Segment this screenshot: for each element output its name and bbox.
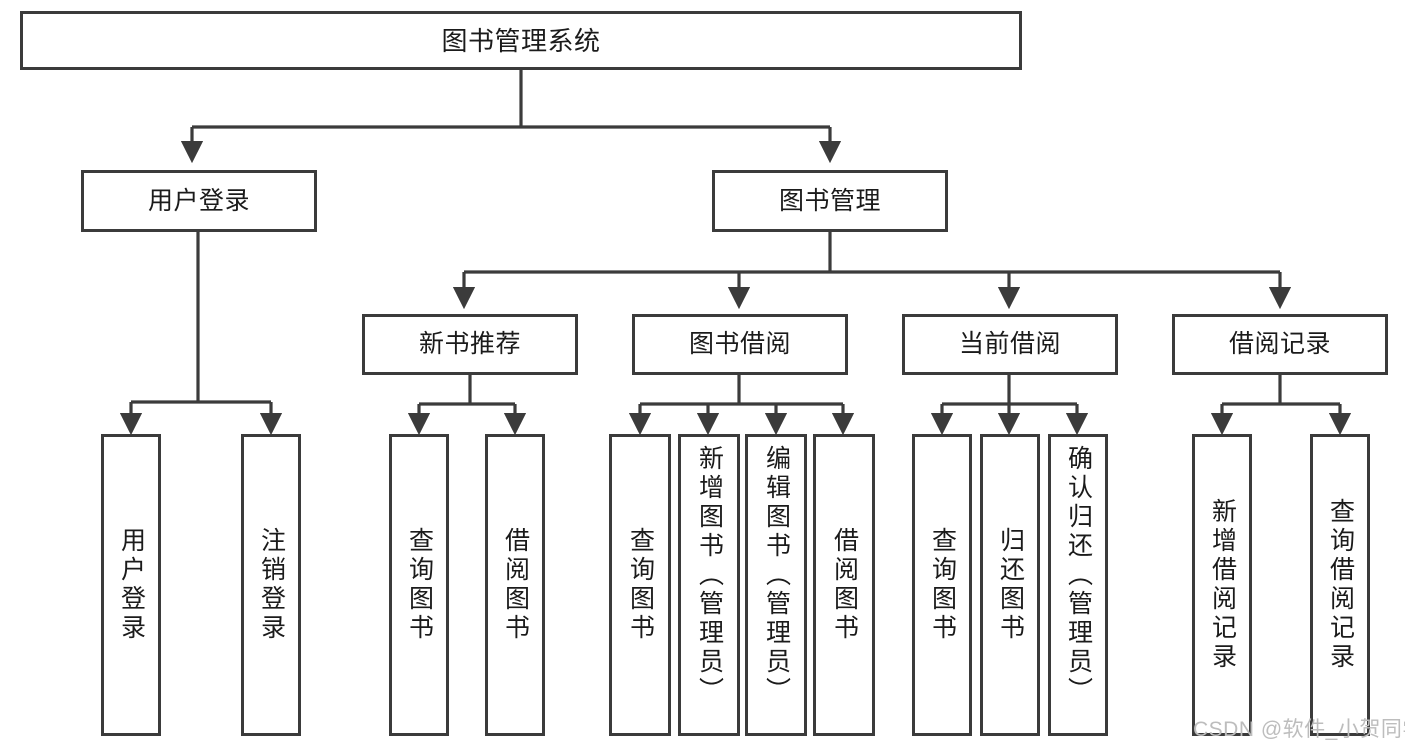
leaf-current-return-book[interactable]: 归还图书 bbox=[980, 434, 1040, 736]
leaf-current-query-book[interactable]: 查询图书 bbox=[912, 434, 972, 736]
node-borrow-records[interactable]: 借阅记录 bbox=[1172, 314, 1388, 375]
node-label: 当前借阅 bbox=[958, 330, 1061, 358]
node-book-borrow[interactable]: 图书借阅 bbox=[632, 314, 848, 375]
csdn-watermark: CSDN @软件_小贺同学 bbox=[1193, 718, 1405, 741]
node-label: 确认归还（管理员） bbox=[1064, 445, 1093, 706]
leaf-current-confirm-return-admin[interactable]: 确认归还（管理员） bbox=[1048, 434, 1108, 736]
node-label: 归还图书 bbox=[996, 527, 1025, 643]
leaf-borrow-query-book[interactable]: 查询图书 bbox=[609, 434, 671, 736]
leaf-records-query-record[interactable]: 查询借阅记录 bbox=[1310, 434, 1370, 736]
node-label: 查询图书 bbox=[928, 527, 957, 643]
node-label: 用户登录 bbox=[117, 527, 146, 643]
node-current-borrow[interactable]: 当前借阅 bbox=[902, 314, 1118, 375]
leaf-new-book-query-book[interactable]: 查询图书 bbox=[389, 434, 449, 736]
leaf-user-login-login[interactable]: 用户登录 bbox=[101, 434, 161, 736]
node-user-login[interactable]: 用户登录 bbox=[81, 170, 317, 232]
node-label: 借阅记录 bbox=[1228, 330, 1331, 358]
node-label: 借阅图书 bbox=[501, 527, 530, 643]
leaf-user-login-logout[interactable]: 注销登录 bbox=[241, 434, 301, 736]
node-label: 借阅图书 bbox=[830, 527, 859, 643]
node-label: 查询图书 bbox=[626, 527, 655, 643]
leaf-records-add-record[interactable]: 新增借阅记录 bbox=[1192, 434, 1252, 736]
leaf-borrow-edit-book-admin[interactable]: 编辑图书（管理员） bbox=[745, 434, 807, 736]
node-new-book-recommend[interactable]: 新书推荐 bbox=[362, 314, 578, 375]
leaf-new-book-borrow-book[interactable]: 借阅图书 bbox=[485, 434, 545, 736]
node-label: 编辑图书（管理员） bbox=[762, 445, 791, 706]
node-label: 新增借阅记录 bbox=[1208, 498, 1237, 672]
node-root-system[interactable]: 图书管理系统 bbox=[20, 11, 1022, 70]
node-label: 图书管理 bbox=[778, 186, 881, 215]
node-label: 新书推荐 bbox=[418, 330, 521, 358]
node-book-management[interactable]: 图书管理 bbox=[712, 170, 948, 232]
node-label: 图书管理系统 bbox=[441, 25, 601, 56]
node-label: 图书借阅 bbox=[688, 330, 791, 358]
node-label: 注销登录 bbox=[257, 527, 286, 643]
leaf-borrow-add-book-admin[interactable]: 新增图书（管理员） bbox=[678, 434, 740, 736]
node-label: 用户登录 bbox=[147, 186, 250, 215]
node-label: 查询图书 bbox=[405, 527, 434, 643]
leaf-borrow-borrow-book[interactable]: 借阅图书 bbox=[813, 434, 875, 736]
node-label: 新增图书（管理员） bbox=[695, 445, 724, 706]
node-label: 查询借阅记录 bbox=[1326, 498, 1355, 672]
